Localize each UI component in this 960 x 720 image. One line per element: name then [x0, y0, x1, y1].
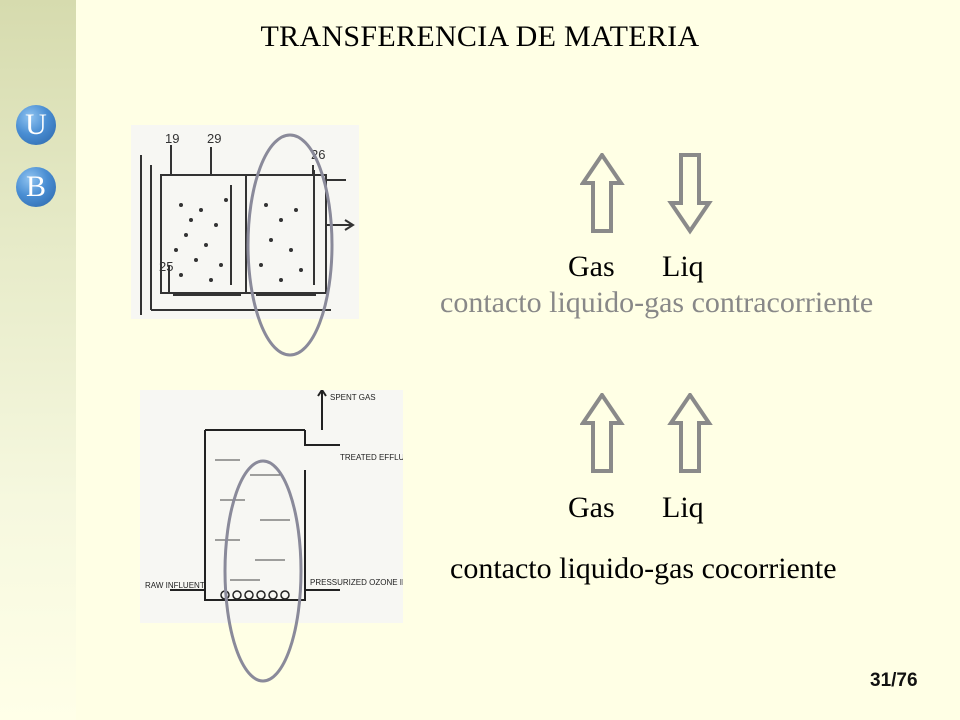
sidebar-band: U B: [0, 0, 76, 720]
callout-treated-effluent: TREATED EFFLUENT: [340, 453, 403, 462]
caption-cocurrent: contacto liquido-gas cocorriente: [450, 552, 837, 585]
callout-19: 19: [165, 131, 179, 146]
cocurrent-diagram: SPENT GAS TREATED EFFLUENT RAW INFLUENT …: [140, 390, 403, 623]
liq-label-bottom: Liq: [662, 491, 704, 524]
liq-label-top: Liq: [662, 250, 704, 283]
countercurrent-diagram: 19 29 26 25: [131, 125, 359, 319]
callout-26: 26: [311, 147, 325, 162]
slide-title: TRANSFERENCIA DE MATERIA: [260, 20, 700, 53]
gas-label-bottom: Gas: [568, 491, 615, 524]
gas-up-arrow-icon: [580, 153, 625, 233]
gas-label-top: Gas: [568, 250, 615, 283]
liq-up-arrow-icon: [667, 393, 713, 473]
bubbles-icon: [174, 198, 303, 282]
callout-25: 25: [159, 259, 173, 274]
gas-up-arrow-icon: [580, 393, 625, 473]
caption-countercurrent: contacto liquido-gas contracorriente: [440, 286, 874, 319]
callout-ozone-inlet: PRESSURIZED OZONE INLET: [310, 578, 403, 587]
logo-u-icon: U: [16, 105, 56, 145]
logo-b-icon: B: [16, 167, 56, 207]
callout-29: 29: [207, 131, 221, 146]
callout-raw-influent: RAW INFLUENT: [145, 581, 205, 590]
callout-spent-gas: SPENT GAS: [330, 393, 376, 402]
liq-down-arrow-icon: [667, 153, 713, 235]
top-flow-arrows: [580, 153, 713, 235]
bottom-flow-arrows: [580, 393, 713, 473]
page-number: 31/76: [870, 670, 918, 691]
